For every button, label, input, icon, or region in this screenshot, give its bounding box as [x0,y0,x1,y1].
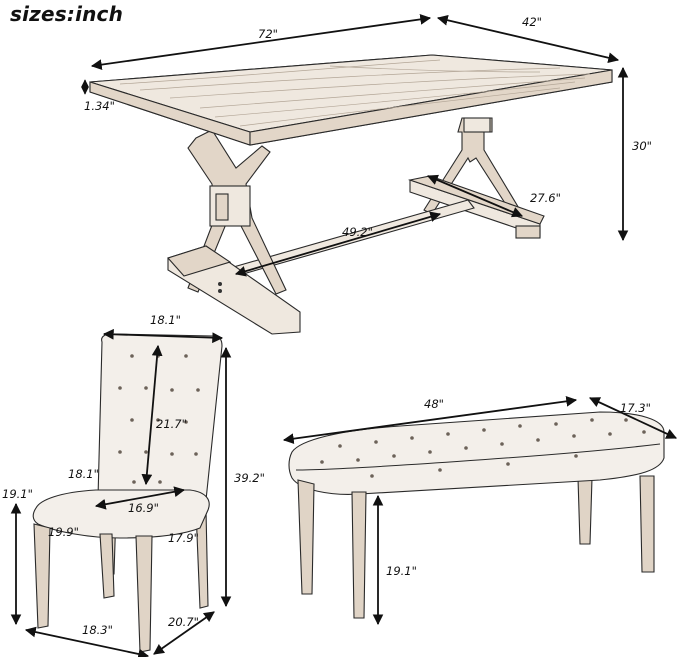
dining-chair-illustration [32,333,223,653]
table-stretcher-label: 49.2" [342,225,373,239]
chair-seat-front-width-label: 19.9" [48,525,79,539]
chair-front-leg-left [33,523,51,629]
tufted-bench-illustration [288,411,665,619]
chair-back-width-arrow [102,328,224,344]
chair-front-leg-right [135,535,153,653]
table-height-label: 30" [632,139,652,153]
chair-seat-depth-upper-label: 18.1" [68,467,99,481]
chair-seat-inner-width-label: 16.9" [128,501,159,515]
bench-height-label: 19.1" [386,564,417,578]
bench-front-leg-left [297,479,315,595]
chair-base-width-label: 18.3" [82,623,113,637]
table-base-depth-arrow [427,174,523,218]
chair-seat-inner-width-arrow [94,486,186,510]
table-stretcher-arrow [234,211,442,277]
table-length-arrow [90,14,432,70]
chair-seat-side-depth-label: 17.9" [168,531,199,545]
chair-back-height-label: 21.7" [156,417,187,431]
chair-total-height-label: 39.2" [234,471,265,485]
bench-back-leg-left [577,477,593,545]
table-width-arrow [436,14,620,64]
bench-cushion [288,411,665,495]
chair-back-width-label: 18.1" [150,313,181,327]
bench-depth-arrow [589,397,677,439]
chair-seat-height-label: 19.1" [2,487,33,501]
bench-length-label: 48" [424,397,444,411]
table-thickness-label: 1.34" [84,99,115,113]
table-width-label: 42" [522,15,542,29]
table-length-label: 72" [258,27,278,41]
table-top [89,54,613,146]
chair-base-depth-arrow [153,611,215,655]
chair-base-depth-label: 20.7" [168,615,199,629]
bench-depth-label: 17.3" [620,401,651,415]
bench-length-arrow [282,395,578,445]
table-base-depth-label: 27.6" [530,191,561,205]
chair-back-height-arrow [141,344,163,486]
bench-back-leg-right [639,475,655,573]
bench-front-leg-right [351,491,367,619]
chair-front-leg-mid [99,533,115,599]
chair-base-width-arrow [24,626,150,657]
